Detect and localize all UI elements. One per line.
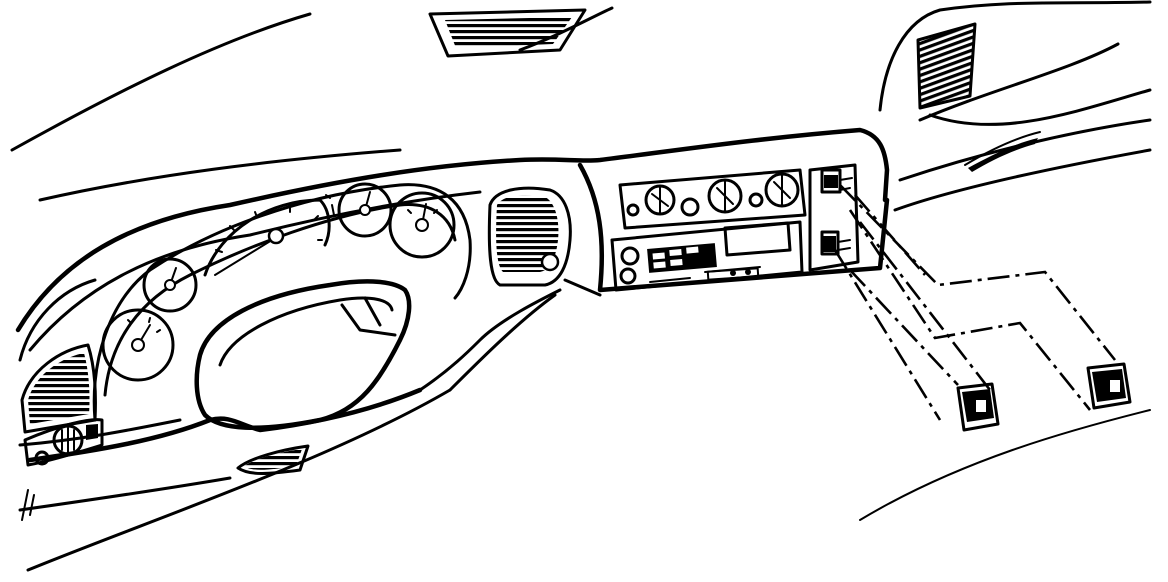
exploded-guide-lines [833,184,1117,421]
headlamp-switch [23,418,104,467]
gauge-upper-middle [337,182,393,238]
gauge-left-upper [142,257,198,313]
passenger-door-panel [878,0,1152,212]
dash-top-contour [15,127,890,362]
center-air-vent [487,186,572,287]
instrument-cluster [92,182,472,422]
climate-control-panel [618,168,807,230]
radio-preset-buttons[interactable] [706,267,760,281]
headlamp-knob-icon[interactable] [52,424,84,456]
dash-lower-contour [18,288,562,572]
switch-slot-upper [820,168,842,194]
dimmer-knob-icon[interactable] [34,450,50,466]
climate-button-right[interactable] [748,192,764,208]
defroster-vent [428,8,587,58]
radio-unit [610,220,804,292]
climate-button-left[interactable] [626,203,640,217]
center-console [563,162,890,297]
cassette-slot-icon [723,221,792,257]
sketch-hatching [21,409,1151,521]
climate-button-mid[interactable] [680,197,700,217]
switch-bezel [808,163,860,272]
radio-volume-knob-icon[interactable] [620,246,640,266]
gauge-left-lower [101,308,175,382]
radio-tune-knob-icon[interactable] [619,267,637,285]
lower-vent [236,444,310,475]
removed-switch-front [956,382,1000,432]
removed-switch-rear [1086,362,1132,410]
gauge-upper-right [388,191,456,259]
left-air-vent [20,343,97,434]
speedometer [203,198,331,277]
